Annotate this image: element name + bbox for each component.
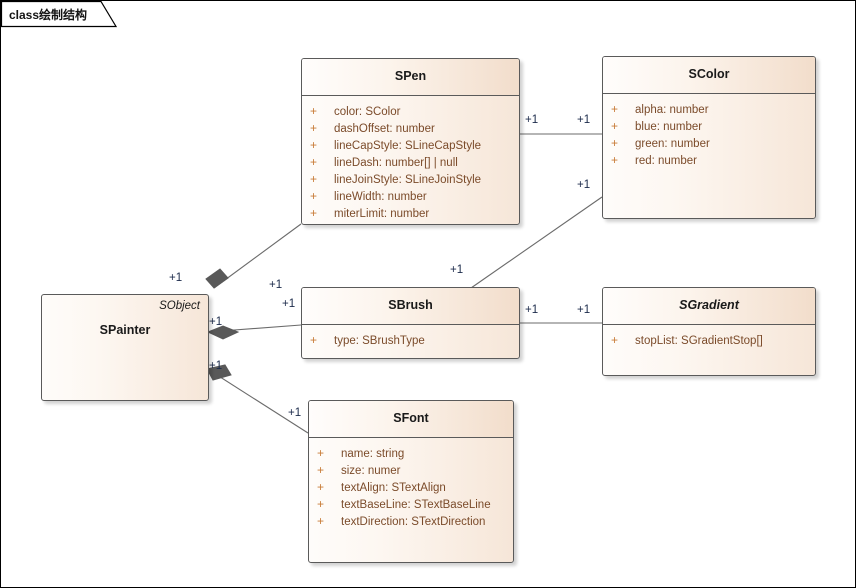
visibility-marker: + [310, 172, 318, 186]
attribute-row: + lineCapStyle: SLineCapStyle [302, 137, 519, 154]
visibility-marker: + [611, 136, 619, 150]
attribute-label: green: number [635, 138, 710, 150]
class-header-sbrush: SBrush [302, 288, 519, 325]
visibility-marker: + [611, 153, 619, 167]
class-attributes-sfont: + name: string + size: numer + textAlign: S… [309, 438, 513, 538]
attribute-row: + miterLimit: number [302, 205, 519, 222]
class-stereotype-spainter: SObject [159, 300, 200, 312]
class-name-spen: SPen [394, 69, 427, 83]
tab-shape-icon [1, 1, 117, 28]
attribute-label: textAlign: STextAlign [341, 482, 446, 494]
connector-spainter-sfont [206, 364, 309, 434]
visibility-marker: + [310, 104, 318, 118]
multiplicity-spen-scolor-target: +1 [577, 114, 591, 126]
multiplicity-sbrush-sgradient-source: +1 [525, 304, 539, 316]
visibility-marker: + [611, 333, 619, 347]
diagram-title-label: class绘制结构 [9, 8, 88, 22]
attribute-label: name: string [341, 448, 405, 460]
attribute-label: lineJoinStyle: SLineJoinStyle [334, 174, 482, 186]
attribute-row: + dashOffset: number [302, 120, 519, 137]
attribute-row: + green: number [603, 135, 815, 152]
class-name-spainter: SPainter [99, 323, 151, 337]
visibility-marker: + [611, 102, 619, 116]
class-box-spainter[interactable]: SObject SPainter [41, 294, 209, 401]
attribute-row: + textDirection: STextDirection [309, 513, 513, 530]
class-header-scolor: SColor [603, 57, 815, 94]
class-name-sfont: SFont [393, 411, 429, 425]
class-box-sgradient[interactable]: SGradient + stopList: SGradientStop[] [602, 287, 816, 376]
attribute-label: miterLimit: number [334, 208, 430, 220]
class-box-sfont[interactable]: SFont + name: string + size: numer + textAl… [308, 400, 514, 563]
attribute-row: + textBaseLine: STextBaseLine [309, 496, 513, 513]
attribute-row: + lineWidth: number [302, 188, 519, 205]
attribute-row: + red: number [603, 152, 815, 169]
class-header-spen: SPen [302, 59, 519, 96]
attribute-label: lineWidth: number [334, 191, 427, 203]
class-attributes-sgradient: + stopList: SGradientStop[] [603, 325, 815, 357]
attribute-row: + type: SBrushType [302, 332, 519, 349]
multiplicity-spainter-sbrush: +1 [209, 316, 223, 328]
attribute-row: + lineDash: number[] | null [302, 154, 519, 171]
class-box-spen[interactable]: SPen + color: SColor + dashOffset: number … [301, 58, 520, 225]
attribute-label: color: SColor [334, 106, 401, 118]
attribute-label: lineDash: number[] | null [334, 157, 458, 169]
multiplicity-sbrush-source: +1 [282, 298, 296, 310]
attribute-label: textDirection: STextDirection [341, 516, 486, 528]
multiplicity-sfont-source: +1 [288, 407, 302, 419]
class-box-scolor[interactable]: SColor + alpha: number + blue: number + gre… [602, 56, 816, 219]
class-attributes-sbrush: + type: SBrushType [302, 325, 519, 357]
visibility-marker: + [310, 206, 318, 220]
attribute-label: lineCapStyle: SLineCapStyle [334, 140, 482, 152]
multiplicity-sbrush-scolor-source: +1 [450, 264, 464, 276]
attribute-label: size: numer [341, 465, 401, 477]
attribute-row: + color: SColor [302, 103, 519, 120]
diagram-title-tab[interactable]: class绘制结构 [1, 1, 117, 28]
attribute-label: blue: number [635, 121, 703, 133]
multiplicity-spen-scolor-source: +1 [525, 114, 539, 126]
attribute-label: textBaseLine: STextBaseLine [341, 499, 491, 511]
visibility-marker: + [317, 446, 325, 460]
connector-spainter-spen [205, 223, 302, 289]
attribute-row: + alpha: number [603, 101, 815, 118]
visibility-marker: + [317, 480, 325, 494]
class-name-sbrush: SBrush [388, 298, 433, 312]
attribute-row: + blue: number [603, 118, 815, 135]
visibility-marker: + [317, 514, 325, 528]
class-name-scolor: SColor [688, 67, 730, 81]
visibility-marker: + [310, 189, 318, 203]
visibility-marker: + [317, 463, 325, 477]
attribute-row: + name: string [309, 445, 513, 462]
visibility-marker: + [310, 155, 318, 169]
attribute-row: + size: numer [309, 462, 513, 479]
attribute-row: + textAlign: STextAlign [309, 479, 513, 496]
multiplicity-spainter-sfont: +1 [209, 360, 223, 372]
class-attributes-spen: + color: SColor + dashOffset: number + line… [302, 96, 519, 224]
attribute-label: dashOffset: number [334, 123, 435, 135]
attribute-label: stopList: SGradientStop[] [635, 335, 763, 347]
class-header-sfont: SFont [309, 401, 513, 438]
visibility-marker: + [310, 333, 318, 347]
class-header-sgradient: SGradient [603, 288, 815, 325]
attribute-row: + stopList: SGradientStop[] [603, 332, 815, 349]
visibility-marker: + [317, 497, 325, 511]
class-name-sgradient: SGradient [679, 298, 739, 312]
multiplicity-spainter-spen: +1 [169, 272, 183, 284]
visibility-marker: + [310, 121, 318, 135]
visibility-marker: + [611, 119, 619, 133]
class-box-sbrush[interactable]: SBrush + type: SBrushType [301, 287, 520, 359]
attribute-row: + lineJoinStyle: SLineJoinStyle [302, 171, 519, 188]
attribute-label: type: SBrushType [334, 335, 425, 347]
visibility-marker: + [310, 138, 318, 152]
attribute-label: alpha: number [635, 104, 709, 116]
attribute-label: red: number [635, 155, 698, 167]
multiplicity-sbrush-sgradient-target: +1 [577, 304, 591, 316]
multiplicity-spen-source: +1 [269, 279, 283, 291]
multiplicity-scolor-sbrush-target: +1 [577, 179, 591, 191]
class-attributes-scolor: + alpha: number + blue: number + green: num… [603, 94, 815, 177]
